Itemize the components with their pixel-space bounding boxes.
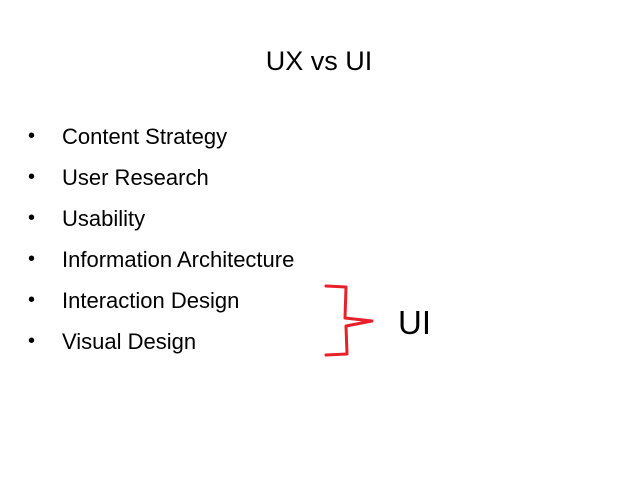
list-item: • Information Architecture <box>28 239 294 280</box>
list-item: • User Research <box>28 157 294 198</box>
slide-title: UX vs UI <box>265 46 373 76</box>
bullet-text: Visual Design <box>62 329 197 354</box>
list-item: • Interaction Design <box>28 280 294 321</box>
bullet-icon: • <box>28 330 36 352</box>
list-item: • Content Strategy <box>28 116 294 157</box>
bullet-text: Interaction Design <box>62 288 240 313</box>
bullet-icon: • <box>28 248 36 270</box>
ui-label: UI <box>398 304 431 341</box>
bullet-text: Content Strategy <box>62 124 228 149</box>
bullet-text: Usability <box>62 206 146 231</box>
bullet-list: • Content Strategy • User Research • Usa… <box>28 116 294 362</box>
bullet-icon: • <box>28 207 36 229</box>
list-item: • Usability <box>28 198 294 239</box>
bullet-text: User Research <box>62 165 209 190</box>
curly-brace-path <box>324 284 374 357</box>
bullet-icon: • <box>28 289 36 311</box>
list-item: • Visual Design <box>28 321 294 362</box>
bullet-text: Information Architecture <box>62 247 295 272</box>
bullet-icon: • <box>28 125 36 147</box>
bullet-icon: • <box>28 166 36 188</box>
curly-brace-icon <box>324 284 374 357</box>
